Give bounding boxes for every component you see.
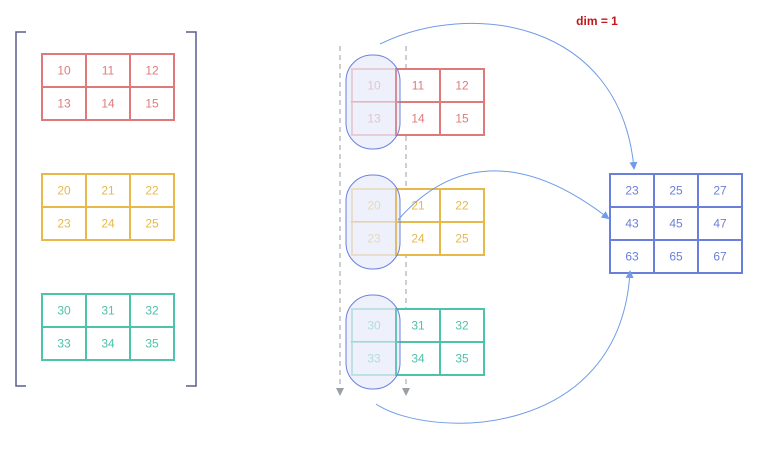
cell-value: 20	[367, 199, 381, 213]
result-grid: 23 25 27 43 45 47 63 65 67	[609, 173, 743, 274]
matrix-cell	[439, 341, 485, 376]
cell-value: 45	[669, 217, 683, 231]
cell-value: 21	[101, 184, 115, 198]
cell-value: 33	[367, 352, 381, 366]
matrix-cell	[697, 206, 743, 241]
cell-value: 15	[145, 97, 159, 111]
left-matrix-red: 10 11 12 13 14 15	[41, 53, 175, 121]
cell-value: 34	[101, 337, 115, 351]
matrix-cell	[41, 206, 87, 241]
matrix-cell	[653, 206, 699, 241]
matrix-cell	[395, 188, 441, 223]
left-bracket	[15, 31, 26, 387]
cell-value: 30	[367, 319, 381, 333]
matrix-cell	[85, 86, 131, 121]
column-highlight	[345, 294, 401, 390]
matrix-cell	[351, 308, 397, 343]
cell-value: 27	[713, 184, 727, 198]
cell-value: 25	[669, 184, 683, 198]
cell-value: 21	[411, 199, 425, 213]
cell-value: 23	[367, 232, 381, 246]
matrix-cell	[439, 101, 485, 136]
cell-value: 32	[455, 319, 469, 333]
matrix-cell	[395, 101, 441, 136]
matrix-cell	[351, 341, 397, 376]
cell-value: 33	[57, 337, 71, 351]
left-matrix-orange: 20 21 22 23 24 25	[41, 173, 175, 241]
matrix-cell	[129, 326, 175, 361]
matrix-cell	[439, 221, 485, 256]
arrow-orange-to-row2	[397, 170, 610, 221]
matrix-cell	[129, 206, 175, 241]
cell-value: 13	[367, 112, 381, 126]
cell-value: 24	[411, 232, 425, 246]
matrix-cell	[395, 341, 441, 376]
cell-value: 22	[455, 199, 469, 213]
matrix-cell	[653, 239, 699, 274]
cell-value: 24	[101, 217, 115, 231]
cell-value: 11	[412, 79, 425, 93]
cell-value: 65	[669, 250, 683, 264]
cell-value: 10	[367, 79, 381, 93]
right-matrix-orange: 20 21 22 23 24 25	[351, 188, 485, 256]
column-highlight	[345, 174, 401, 270]
right-tensor: 10 11 12 13 14 15 20 21 22 23 24 25 30 31 32 33 34 35	[345, 54, 485, 390]
matrix-cell	[85, 173, 131, 208]
cell-value: 43	[625, 217, 639, 231]
cell-value: 22	[145, 184, 159, 198]
matrix-cell	[395, 68, 441, 103]
cell-value: 10	[57, 64, 71, 78]
cell-value: 23	[625, 184, 639, 198]
cell-value: 13	[57, 97, 71, 111]
right-matrix-red: 10 11 12 13 14 15	[351, 68, 485, 136]
cell-value: 23	[57, 217, 71, 231]
cell-value: 14	[101, 97, 115, 111]
cell-value: 25	[455, 232, 469, 246]
result-matrix: 23 25 27 43 45 47 63 65 67	[609, 173, 743, 274]
cell-value: 34	[411, 352, 425, 366]
cell-value: 35	[145, 337, 159, 351]
right-matrix-teal: 30 31 32 33 34 35	[351, 308, 485, 376]
arrow-teal-to-row3	[375, 270, 634, 424]
cell-value: 11	[102, 64, 115, 78]
cell-value: 63	[625, 250, 639, 264]
left-matrix-teal: 30 31 32 33 34 35	[41, 293, 175, 361]
left-tensor: 10 11 12 13 14 15 20 21 22 23 24 25 30 31 32 33 34 35	[41, 53, 175, 361]
matrix-cell	[697, 173, 743, 208]
column-highlight	[345, 54, 401, 150]
cell-value: 32	[145, 304, 159, 318]
diagram-title: dim = 1	[576, 14, 618, 28]
matrix-cell	[129, 86, 175, 121]
cell-value: 20	[57, 184, 71, 198]
cell-value: 30	[57, 304, 71, 318]
right-bracket	[186, 31, 197, 387]
arrow-red-to-row1	[379, 22, 638, 170]
cell-value: 31	[411, 319, 425, 333]
cell-value: 67	[713, 250, 727, 264]
cell-value: 15	[455, 112, 469, 126]
matrix-cell	[85, 326, 131, 361]
matrix-cell	[439, 188, 485, 223]
cell-value: 14	[411, 112, 425, 126]
cell-value: 47	[713, 217, 727, 231]
cell-value: 12	[145, 64, 159, 78]
cell-value: 12	[455, 79, 469, 93]
matrix-cell	[697, 239, 743, 274]
cell-value: 31	[101, 304, 115, 318]
cell-value: 35	[455, 352, 469, 366]
cell-value: 25	[145, 217, 159, 231]
matrix-cell	[41, 326, 87, 361]
